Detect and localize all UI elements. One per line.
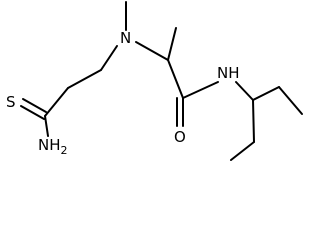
bond-c2-c3: [67, 69, 102, 89]
atom-sulfur-label: S: [6, 93, 16, 111]
bond-c1-c2: [44, 87, 69, 117]
bond-ch-ethyl1-ch2: [252, 86, 280, 101]
atom-amine-nitrogen-label: N: [120, 29, 131, 47]
bond-calpha-methyl: [167, 27, 177, 61]
bond-ethyl1-ch3: [278, 86, 303, 115]
bond-layer: [20, 1, 303, 161]
nh2-main: NH: [38, 136, 61, 154]
bond-cs-double-a: [22, 98, 47, 113]
bond-c3-n: [100, 45, 118, 71]
atom-label-layer: S N O NH NH2: [6, 29, 240, 157]
bond-nh-ch: [235, 81, 254, 101]
molecule-structure: S N O NH NH2: [6, 1, 303, 161]
atom-thioamide-nh2-label: NH2: [38, 136, 68, 157]
nh2-subscript: 2: [61, 144, 68, 157]
bond-ch-ethyl2-ch2: [252, 99, 255, 143]
bond-calpha-carbonyl: [167, 59, 184, 99]
atom-amide-nh-label: NH: [217, 64, 240, 82]
bond-c-nh2: [44, 115, 49, 137]
bond-cs-double-b: [20, 105, 45, 120]
bond-ethyl2-ch3: [230, 141, 255, 161]
atom-carbonyl-oxygen-label: O: [174, 128, 186, 146]
bond-n-calpha: [135, 41, 169, 61]
bond-carbonyl-nh: [182, 81, 219, 99]
